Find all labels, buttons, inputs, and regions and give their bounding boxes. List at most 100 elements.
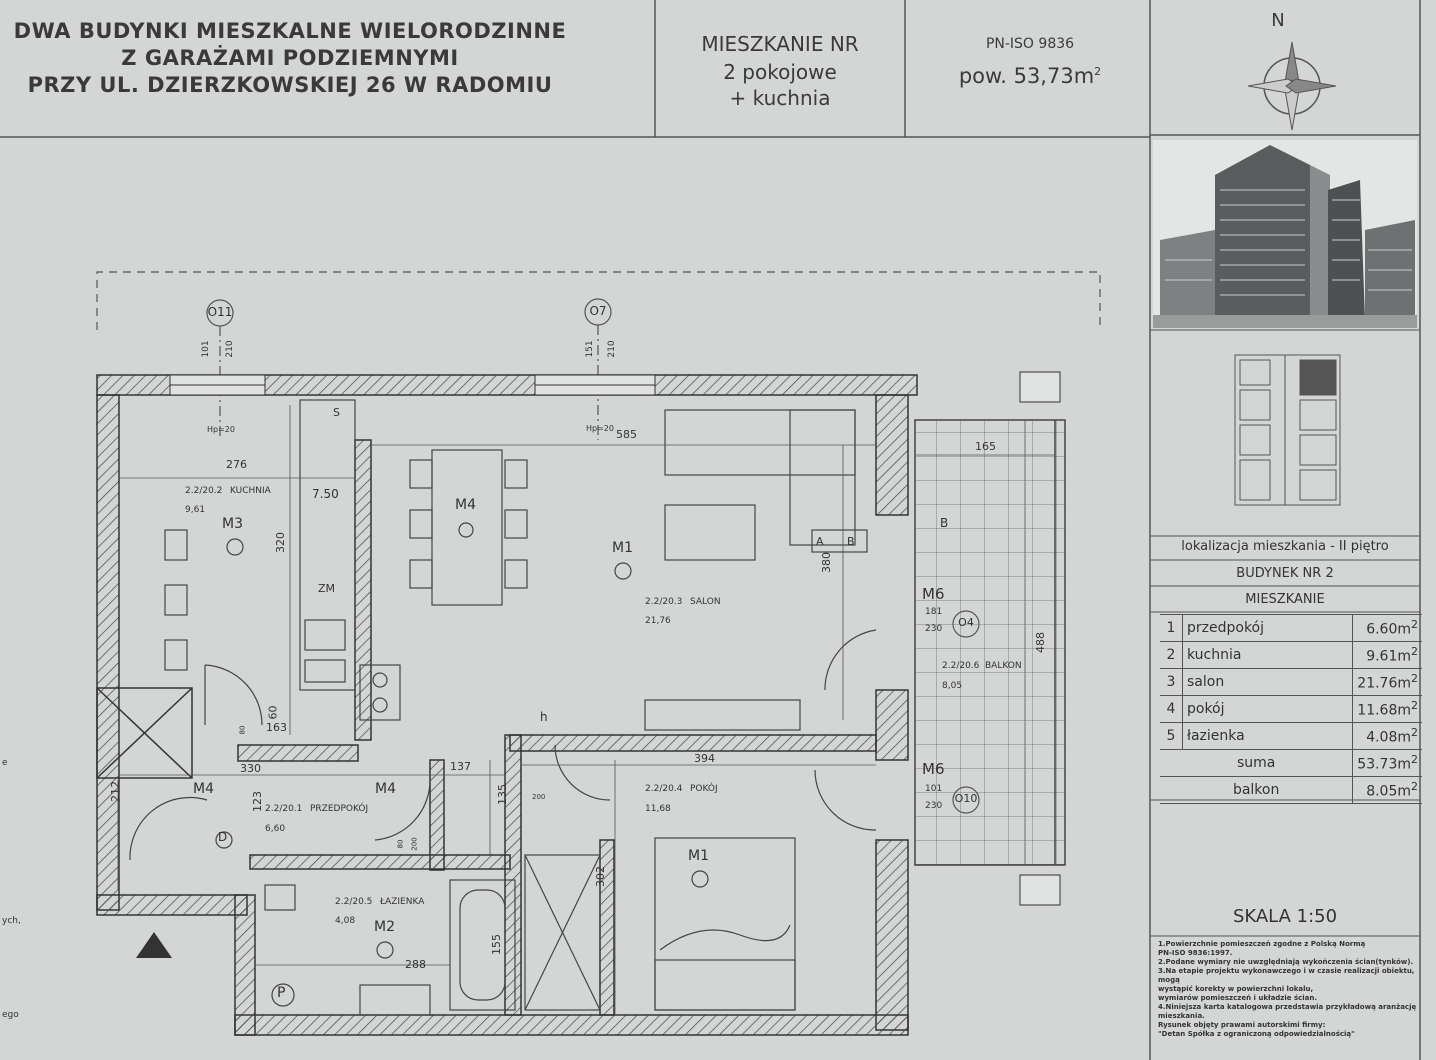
window-2-height: 210 [607, 340, 617, 358]
room-number: 3 [1160, 668, 1183, 696]
dim-salon-width: 585 [616, 428, 637, 441]
note-line: 3.Na etapie projektu wykonawczego i w cz… [1158, 967, 1415, 984]
bathroom-name: ŁAZIENKA [380, 897, 425, 907]
room-area-sup: 2 [1411, 618, 1418, 632]
mark-m4-hall-2: M4 [375, 781, 396, 797]
dim-163: 163 [266, 721, 287, 734]
hall-name: PRZEDPOKÓJ [310, 804, 369, 814]
dim-door-230a: 230 [925, 624, 943, 634]
total-area-value: pow. 53,73m [958, 64, 1095, 88]
room-area-value: 4.08m [1366, 729, 1411, 746]
bathroom-id: 2.2/20.5 [335, 897, 373, 907]
dim-bath-width: 288 [405, 958, 426, 971]
project-title-line-2: Z GARAŻAMI PODZIEMNYMI [121, 46, 459, 70]
balcony-label: balkon [1160, 776, 1353, 804]
mark-m4-hall: M4 [193, 781, 214, 797]
dining-table [409, 449, 528, 606]
room-area-value: 6.60m [1366, 621, 1411, 638]
mark-m3: M3 [222, 516, 243, 532]
axis-label-o4: O4 [958, 616, 974, 629]
building-caption: BUDYNEK NR 2 [1236, 566, 1334, 581]
sum-area-value: 53.73m [1357, 756, 1411, 773]
mark-m4-dining: M4 [455, 497, 476, 513]
edge-fragment-1: e [2, 758, 8, 768]
balcony-tiles [914, 419, 1066, 866]
mark-m2: M2 [374, 919, 395, 935]
sill-height-1: Hp=20 [207, 425, 235, 434]
dim-door-230b: 230 [925, 801, 943, 811]
sum-label: suma [1160, 749, 1353, 777]
dim-door-200b: 200 [410, 837, 419, 851]
bathroom-fixtures [264, 854, 601, 1016]
dim-155: 155 [490, 934, 503, 955]
note-line: mieszkania. [1158, 1012, 1205, 1020]
sum-area: 53.73m2 [1352, 749, 1422, 777]
axis-label-o7: O7 [589, 304, 607, 318]
axis-label-o11: O11 [207, 305, 233, 319]
bathroom-area: 4,08 [335, 916, 356, 926]
room-area: 11.68m2 [1352, 695, 1422, 723]
north-compass-icon [1247, 41, 1337, 131]
kitchen-name: KUCHNIA [230, 486, 271, 496]
drawing-notes: 1.Powierzchnie pomieszczeń zgodne z Pols… [1158, 940, 1428, 1039]
apartment-rooms-line-2: + kuchnia [729, 86, 831, 110]
mark-m1-salon: M1 [612, 540, 633, 556]
mark-d: D [218, 830, 228, 844]
dim-123: 123 [251, 791, 264, 812]
building-render-image [1153, 140, 1417, 328]
room-area-sup: 2 [1411, 699, 1418, 713]
norm-label: PN-ISO 9836 [985, 36, 1075, 52]
apartment-number-label: MIESZKANIE NR [701, 32, 859, 56]
apartment-type-block: MIESZKANIE NR 2 pokojowe + kuchnia [660, 30, 900, 112]
window-1-width: 101 [201, 340, 211, 358]
scale-label: SKALA 1:50 [1232, 906, 1338, 927]
edge-fragment-2: ych, [2, 916, 21, 926]
apartment-rooms-line-1: 2 pokojowe [723, 60, 837, 84]
total-area-unit-sup: 2 [1094, 65, 1102, 78]
salon-id: 2.2/20.3 [645, 597, 683, 607]
room-area: 6.60m2 [1352, 614, 1422, 642]
dim-salon-depth: 380 [820, 552, 833, 573]
room-number: 1 [1160, 614, 1183, 642]
dim-hall-width: 330 [240, 762, 261, 775]
room-area-value: 9.61m [1366, 648, 1411, 665]
kitchen-id: 2.2/20.2 [185, 486, 223, 496]
note-line: 1.Powierzchnie pomieszczeń zgodne z Pols… [1158, 940, 1366, 948]
note-line: PN-ISO 9836:1997. [1158, 949, 1233, 957]
balcony-area: 8,05 [942, 681, 963, 691]
room-name: kuchnia [1182, 641, 1353, 669]
note-line: 4.Niniejsza karta katalogowa przedstawia… [1158, 1003, 1417, 1011]
hall-area: 6,60 [265, 824, 286, 834]
room-area-value: 21.76m [1357, 675, 1411, 692]
room-name: POKÓJ [690, 784, 718, 794]
room-area: 21.76m2 [1352, 668, 1422, 696]
note-line: "Detan Spółka z ograniczoną odpowiedzial… [1158, 1030, 1355, 1038]
location-caption: lokalizacja mieszkania - II piętro [1181, 539, 1389, 554]
dim-room-depth: 302 [594, 866, 607, 887]
entrance-triangle-icon [136, 932, 172, 958]
room-name: łazienka [1182, 722, 1353, 750]
room-area-sup: 2 [1411, 672, 1418, 686]
mark-tile: 7.50 [312, 487, 339, 501]
balcony-area: 8.05m2 [1352, 776, 1422, 804]
note-line: Rysunek objęty prawami autorskimi firmy: [1158, 1021, 1326, 1029]
room-area: 11,68 [645, 804, 671, 814]
dim-balcony-depth: 488 [1034, 632, 1047, 653]
note-line: 2.Podane wymiary nie uwzględniają wykońc… [1158, 958, 1414, 966]
kitchen-area: 9,61 [185, 505, 206, 515]
dim-kitchen-depth: 320 [274, 532, 287, 553]
balcony-area-value: 8.05m [1366, 783, 1411, 800]
room-area-sup: 2 [1411, 645, 1418, 659]
windows [169, 371, 1061, 906]
note-line: wystąpić korekty w powierzchni lokalu, [1158, 985, 1314, 993]
key-plan-image [1234, 354, 1341, 506]
dim-135: 135 [496, 784, 509, 805]
mark-m1-room: M1 [688, 848, 709, 864]
